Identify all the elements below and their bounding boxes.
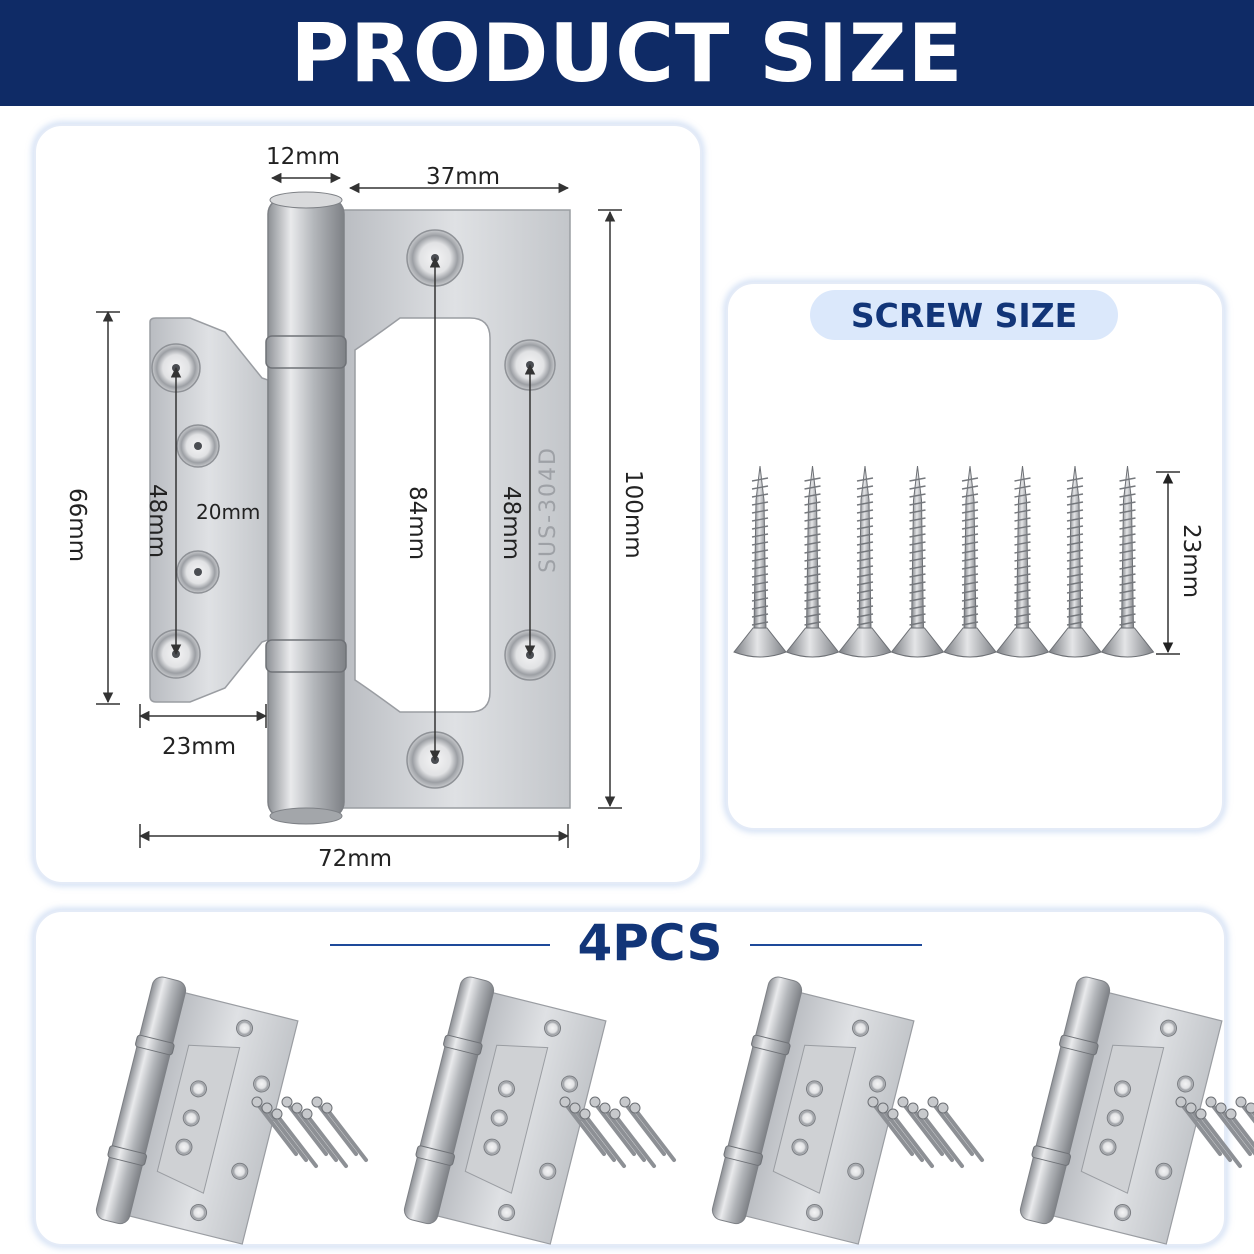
hinge-barrel [267,197,345,819]
hinge-set [1019,976,1223,1245]
screw-row [733,465,1155,658]
small-leaf-hole-span-label: 48mm [144,484,170,559]
knuckle-width-label: 12mm [266,144,341,170]
total-height-label: 100mm [620,470,646,559]
package-hinges [95,976,1254,1245]
barrel-tip-bottom [269,807,343,825]
divider-line-right [750,944,922,946]
screw [1100,465,1155,658]
screw [943,465,997,658]
hinge-set [711,976,915,1245]
steel-grade-stamp: SUS-304D [536,446,561,573]
screw-length-line [1156,471,1180,655]
screw [785,465,840,658]
large-leaf-center-span-label: 84mm [404,486,430,561]
quantity-title: 4PCS [577,914,723,972]
screw-length-label: 23mm [1178,524,1204,599]
page-title: PRODUCT SIZE [290,6,964,100]
large-leaf-hole-span-label: 48mm [498,486,524,561]
small-leaf-height-label: 66mm [64,488,90,563]
screw [890,465,945,658]
screw-size-title: SCREW SIZE [850,295,1078,335]
leaf-width-label: 37mm [426,164,501,190]
small-leaf-hole-pitch-label: 20mm [196,500,261,524]
small-leaf-width-label: 23mm [162,734,237,760]
barrel-tip-top [269,191,343,209]
screw [838,465,892,658]
hinge-set [95,976,299,1245]
screw-pile [251,1096,368,1168]
screw [733,465,787,658]
total-width-label: 72mm [318,846,393,872]
knuckle-ring-upper [265,335,347,369]
screw-pile [867,1096,984,1168]
hinge-set [403,976,607,1245]
dimension-lines [96,172,622,848]
knuckle-ring-lower [265,639,347,673]
screw-size-badge: SCREW SIZE [810,290,1118,340]
screw [995,465,1050,658]
header-banner: PRODUCT SIZE [0,0,1254,106]
screw-pile [559,1096,676,1168]
screw [1048,465,1102,658]
screw-pile [1175,1096,1254,1168]
divider-line-left [330,944,550,946]
